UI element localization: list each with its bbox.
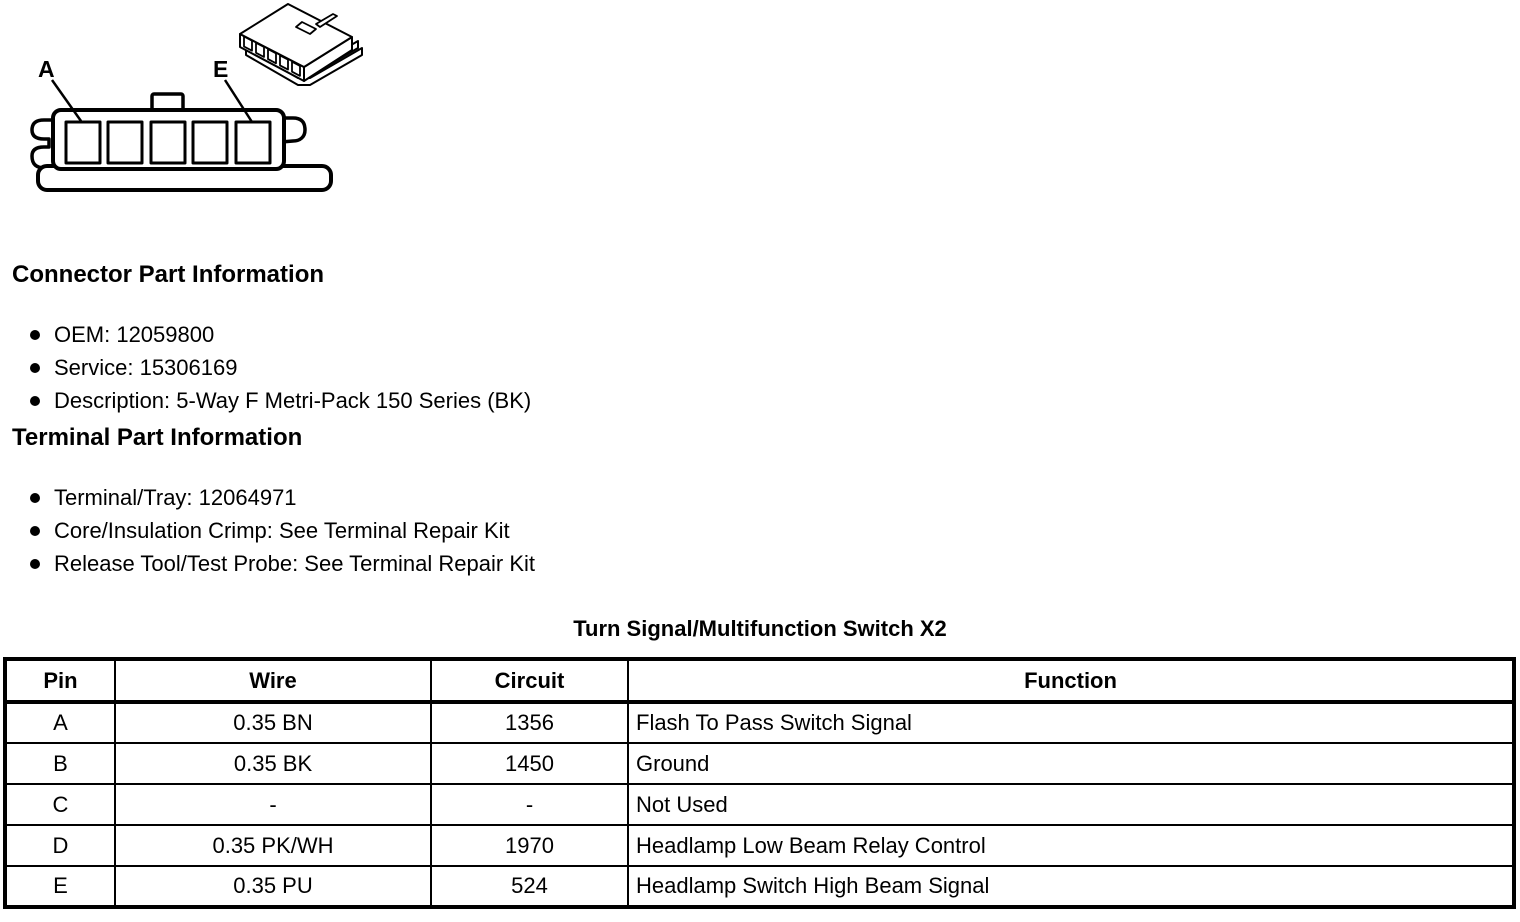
bullet-icon [30,395,40,406]
leader-line-e [223,79,254,123]
wire-cell: 0.35 PU [114,865,432,908]
iso-cavity-slots [243,35,301,77]
list-item: Terminal/Tray: 12064971 [30,481,535,514]
cavity-e [234,120,272,165]
iso-lock-tab [295,13,338,35]
leader-line-a [50,79,83,122]
pin-cell: D [4,824,116,867]
connector-face-view: A E [30,56,333,192]
table-row-pin-d: D 0.35 PK/WH 1970 Headlamp Low Beam Rela… [4,824,1515,867]
connector-part-info-heading: Connector Part Information [12,261,325,288]
cavity-d [191,120,229,165]
table-row-pin-c: C - - Not Used [4,783,1515,826]
circuit-cell: 524 [430,865,629,908]
bullet-icon [30,362,40,373]
list-item-text: Release Tool/Test Probe: See Terminal Re… [54,550,535,576]
column-header-function: Function [627,658,1515,704]
circuit-cell: - [430,783,629,826]
wire-cell: - [114,783,432,826]
function-cell: Ground [627,742,1515,785]
circuit-cell: 1450 [430,742,629,785]
function-cell: Not Used [627,783,1515,826]
bullet-icon [30,329,40,340]
pinout-table: Pin Wire Circuit Function A 0.35 BN 1356… [3,657,1516,909]
list-item: Core/Insulation Crimp: See Terminal Repa… [30,514,535,547]
connector-diagram: A E [30,3,363,192]
iso-top-face [239,3,353,68]
pin-cell: E [4,865,116,908]
function-cell: Flash To Pass Switch Signal [627,701,1515,744]
bullet-icon [30,525,40,536]
left-wing [30,118,58,170]
column-header-circuit: Circuit [430,658,629,704]
list-item: Release Tool/Test Probe: See Terminal Re… [30,547,535,580]
list-item: Description: 5-Way F Metri-Pack 150 Seri… [30,384,531,417]
cavity-c [149,120,187,165]
list-item: OEM: 12059800 [30,318,531,351]
table-row-pin-a: A 0.35 BN 1356 Flash To Pass Switch Sign… [4,701,1515,744]
cavity-b [106,120,144,165]
pin-label-a: A [38,56,55,82]
column-header-wire: Wire [114,658,432,704]
cavity-a [64,120,102,165]
connector-isometric-view [239,3,363,86]
pinout-table-title: Turn Signal/Multifunction Switch X2 [573,616,947,641]
wire-cell: 0.35 PK/WH [114,824,432,867]
circuit-cell: 1356 [430,701,629,744]
table-row-pin-e: E 0.35 PU 524 Headlamp Switch High Beam … [4,865,1515,908]
function-cell: Headlamp Switch High Beam Signal [627,865,1515,908]
circuit-cell: 1970 [430,824,629,867]
connector-part-info-list: OEM: 12059800 Service: 15306169 Descript… [30,318,531,417]
list-item-text: Description: 5-Way F Metri-Pack 150 Seri… [54,387,532,413]
right-wing [279,116,307,144]
list-item-text: Core/Insulation Crimp: See Terminal Repa… [54,517,510,543]
pin-cell: B [4,742,116,785]
terminal-part-info-heading: Terminal Part Information [12,424,303,451]
list-item: Service: 15306169 [30,351,531,384]
bullet-icon [30,492,40,503]
wire-cell: 0.35 BN [114,701,432,744]
table-row-pin-b: B 0.35 BK 1450 Ground [4,742,1515,785]
pin-cell: A [4,701,116,744]
table-header-row: Pin Wire Circuit Function [4,658,1515,704]
column-header-pin: Pin [4,658,116,704]
wire-cell: 0.35 BK [114,742,432,785]
list-item-text: Terminal/Tray: 12064971 [54,484,297,510]
pin-cell: C [4,783,116,826]
terminal-part-info-list: Terminal/Tray: 12064971 Core/Insulation … [30,481,535,580]
function-cell: Headlamp Low Beam Relay Control [627,824,1515,867]
bullet-icon [30,558,40,569]
list-item-text: Service: 15306169 [54,354,238,380]
pin-label-e: E [213,56,228,82]
list-item-text: OEM: 12059800 [54,321,215,347]
